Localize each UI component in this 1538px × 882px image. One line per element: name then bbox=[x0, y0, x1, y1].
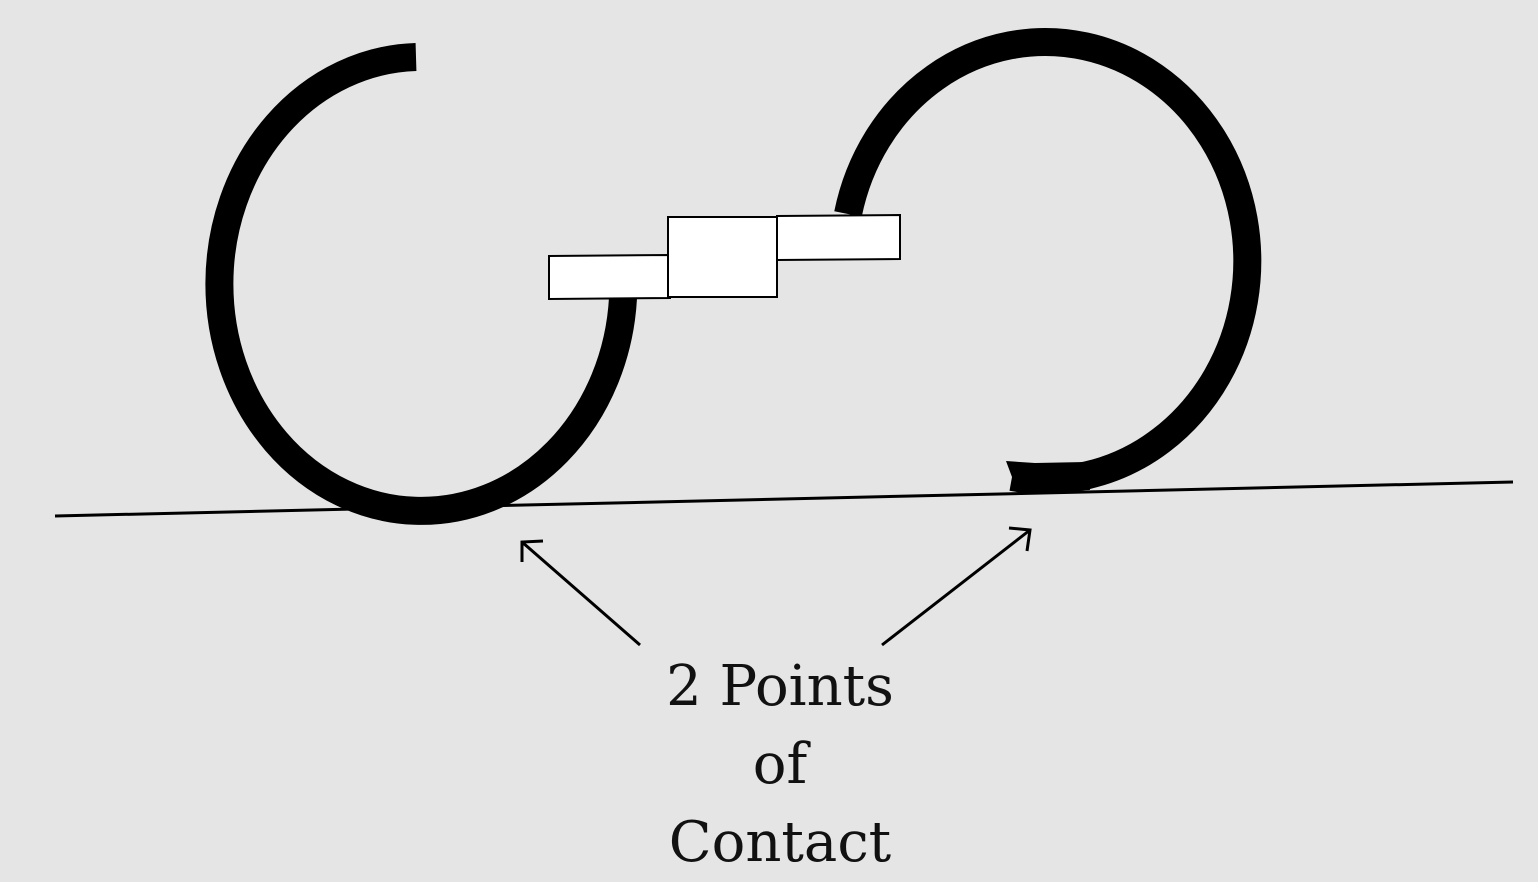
ground-line bbox=[54, 480, 1514, 518]
right-connector-block bbox=[776, 213, 901, 262]
label-line-3: Contact bbox=[668, 810, 892, 875]
right-ring-contact-foot bbox=[1006, 461, 1090, 493]
right-arrow-head bbox=[1008, 526, 1032, 552]
left-arrow-shaft bbox=[521, 540, 641, 647]
right-arrow-shaft bbox=[881, 528, 1031, 647]
contact-points-label: 2 Points of Contact bbox=[580, 648, 980, 882]
left-arrow-head bbox=[520, 539, 544, 562]
left-ring bbox=[205, 43, 637, 525]
right-ring bbox=[834, 28, 1262, 494]
center-block bbox=[667, 216, 778, 298]
label-line-2: of bbox=[752, 732, 808, 797]
left-connector-block bbox=[548, 253, 671, 301]
label-line-1: 2 Points bbox=[666, 654, 894, 719]
